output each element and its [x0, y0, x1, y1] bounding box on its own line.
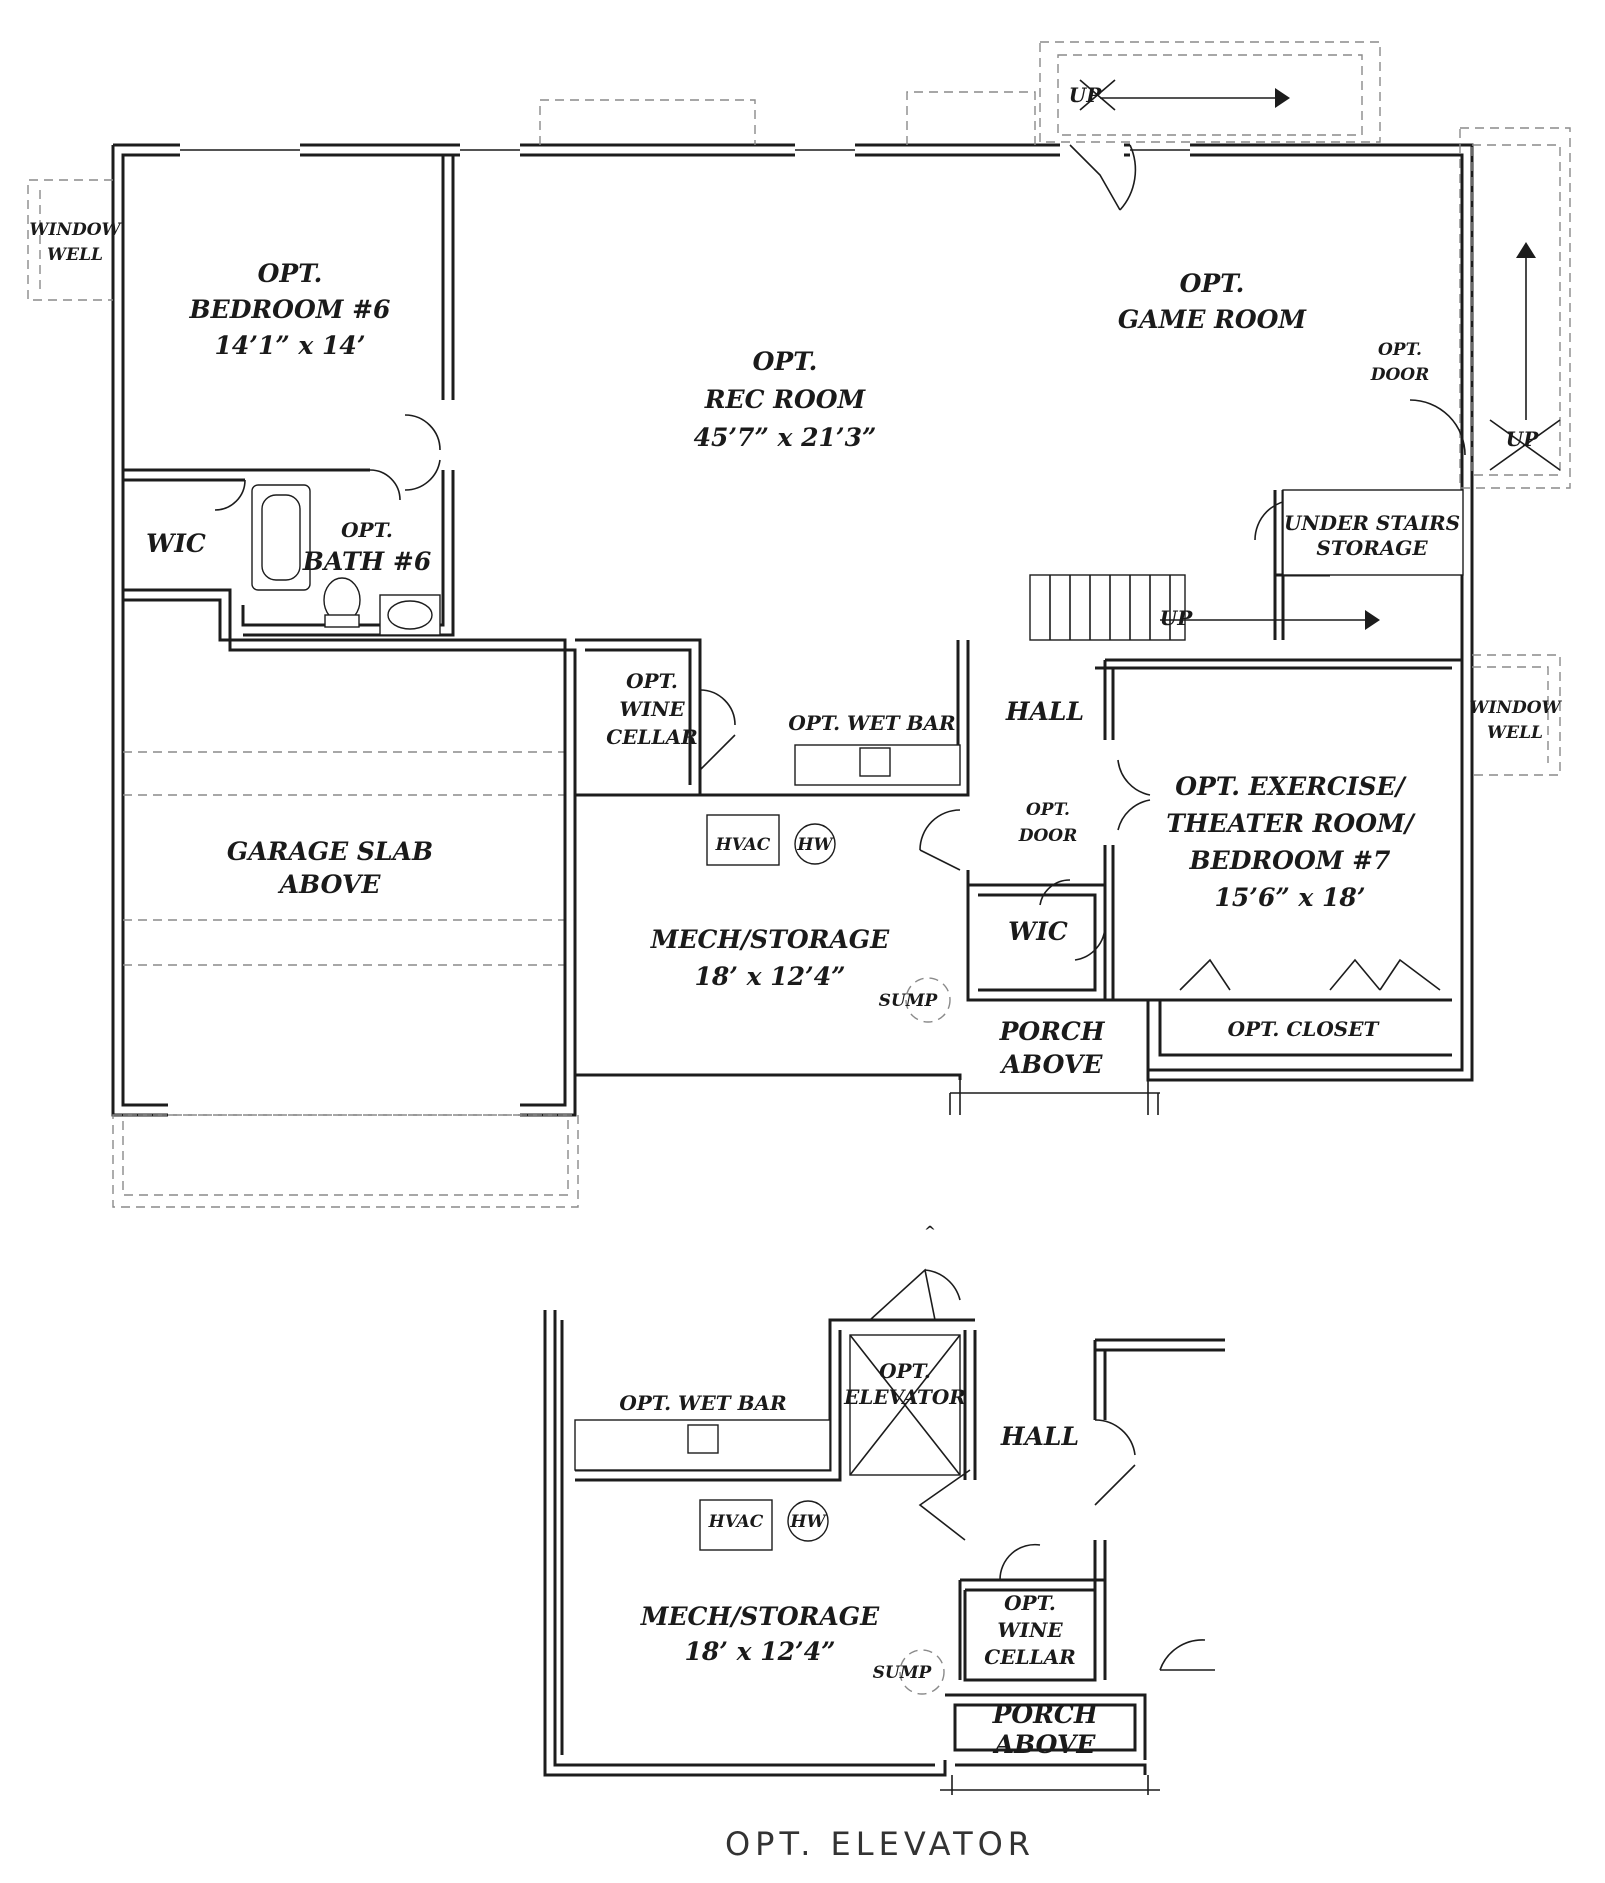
dashed-outlines	[27, 41, 1571, 1208]
exercise-label-line3: BEDROOM #7	[1189, 846, 1392, 875]
porch-label-line1: PORCH	[999, 1017, 1106, 1046]
sump-label: SUMP	[879, 991, 939, 1011]
closet-label: OPT. CLOSET	[1228, 1017, 1381, 1041]
window-well-right-line2: WELL	[1487, 723, 1543, 743]
window-well-right-line1: WINDOW	[1469, 698, 1562, 718]
elev-mech-storage-label: MECH/STORAGE	[640, 1602, 880, 1631]
opt-door-game-line2: DOOR	[1370, 365, 1430, 385]
garage-label-line1: GARAGE SLAB	[227, 837, 433, 866]
elevator-floor-plan: ^	[543, 1224, 1225, 1795]
up-top-label: UP	[1069, 83, 1102, 107]
wine-cellar-label-line1: OPT.	[626, 669, 678, 693]
garage-label-line2: ABOVE	[278, 870, 382, 899]
exercise-label-line2: THEATER ROOM/	[1166, 809, 1416, 838]
porch-label-line2: ABOVE	[1000, 1050, 1104, 1079]
elev-wine-cellar-line1: OPT.	[1004, 1591, 1056, 1615]
small-caret-icon: ^	[924, 1224, 936, 1240]
hw-label: HW	[796, 835, 834, 855]
elev-porch-label-line2: ABOVE	[993, 1730, 1097, 1759]
wic2-label: WIC	[1008, 917, 1068, 946]
bedroom6-label-line1: OPT.	[258, 259, 323, 288]
elevator-fixtures	[574, 1334, 961, 1695]
hall-label: HALL	[1005, 697, 1084, 726]
elevator-walls	[543, 1310, 1225, 1795]
wine-cellar-label-line3: CELLAR	[606, 725, 697, 749]
main-floor-plan: OPT. BEDROOM #6 14’1” x 14’ OPT. REC ROO…	[27, 41, 1571, 1208]
up-right-label: UP	[1506, 427, 1539, 451]
mech-storage-label: MECH/STORAGE	[650, 925, 890, 954]
bath6-label-line1: OPT.	[341, 518, 393, 542]
rec-room-label-line2: REC ROOM	[704, 385, 867, 414]
game-room-label-line2: GAME ROOM	[1118, 305, 1308, 334]
rec-room-dimensions: 45’7” x 21’3”	[694, 423, 877, 452]
game-room-label-line1: OPT.	[1180, 269, 1245, 298]
elev-hvac-label: HVAC	[708, 1512, 764, 1532]
exterior-stairs	[1079, 79, 1561, 471]
elev-wine-cellar-line2: WINE	[997, 1618, 1063, 1642]
under-stairs-label-line2: STORAGE	[1316, 536, 1428, 560]
elev-wine-cellar-line3: CELLAR	[984, 1645, 1075, 1669]
window-well-left-line2: WELL	[47, 245, 103, 265]
elev-mech-storage-dimensions: 18’ x 12’4”	[684, 1637, 835, 1666]
exercise-label-line1: OPT. EXERCISE/	[1175, 772, 1407, 801]
plan-caption: OPT. ELEVATOR	[725, 1825, 1035, 1863]
elev-hall-label: HALL	[1000, 1422, 1079, 1451]
elevator-labels: OPT. WET BAR OPT. ELEVATOR HALL HVAC HW …	[619, 1359, 1098, 1759]
mech-storage-dimensions: 18’ x 12’4”	[694, 962, 845, 991]
opt-door-hall-line2: DOOR	[1018, 826, 1078, 846]
elev-elevator-label-line2: ELEVATOR	[843, 1385, 966, 1409]
elev-wet-bar-label: OPT. WET BAR	[619, 1391, 786, 1415]
wet-bar-label: OPT. WET BAR	[788, 711, 955, 735]
hvac-label: HVAC	[715, 835, 771, 855]
interior-walls	[123, 155, 1462, 1075]
up-stairs-label: UP	[1160, 606, 1193, 630]
elev-sump-label: SUMP	[873, 1663, 933, 1683]
elev-hw-label: HW	[789, 1512, 827, 1532]
opt-door-hall-line1: OPT.	[1026, 800, 1070, 820]
bedroom6-label-line2: BEDROOM #6	[189, 295, 391, 324]
wic-label: WIC	[146, 529, 206, 558]
fixtures	[251, 484, 1464, 1023]
opt-door-game-line1: OPT.	[1378, 340, 1422, 360]
under-stairs-label-line1: UNDER STAIRS	[1284, 511, 1460, 535]
exercise-dimensions: 15’6” x 18’	[1214, 883, 1365, 912]
elev-porch-label-line1: PORCH	[992, 1700, 1099, 1729]
elevator-doors	[869, 1268, 1215, 1671]
room-labels: OPT. BEDROOM #6 14’1” x 14’ OPT. REC ROO…	[29, 83, 1562, 1079]
wine-cellar-label-line2: WINE	[619, 697, 685, 721]
elev-elevator-label-line1: OPT.	[879, 1359, 931, 1383]
top-windows	[180, 142, 1190, 158]
bedroom6-dimensions: 14’1” x 14’	[214, 331, 365, 360]
rec-room-label-line1: OPT.	[753, 347, 818, 376]
window-well-left-line1: WINDOW	[29, 220, 122, 240]
bath6-label-line2: BATH #6	[302, 547, 431, 576]
